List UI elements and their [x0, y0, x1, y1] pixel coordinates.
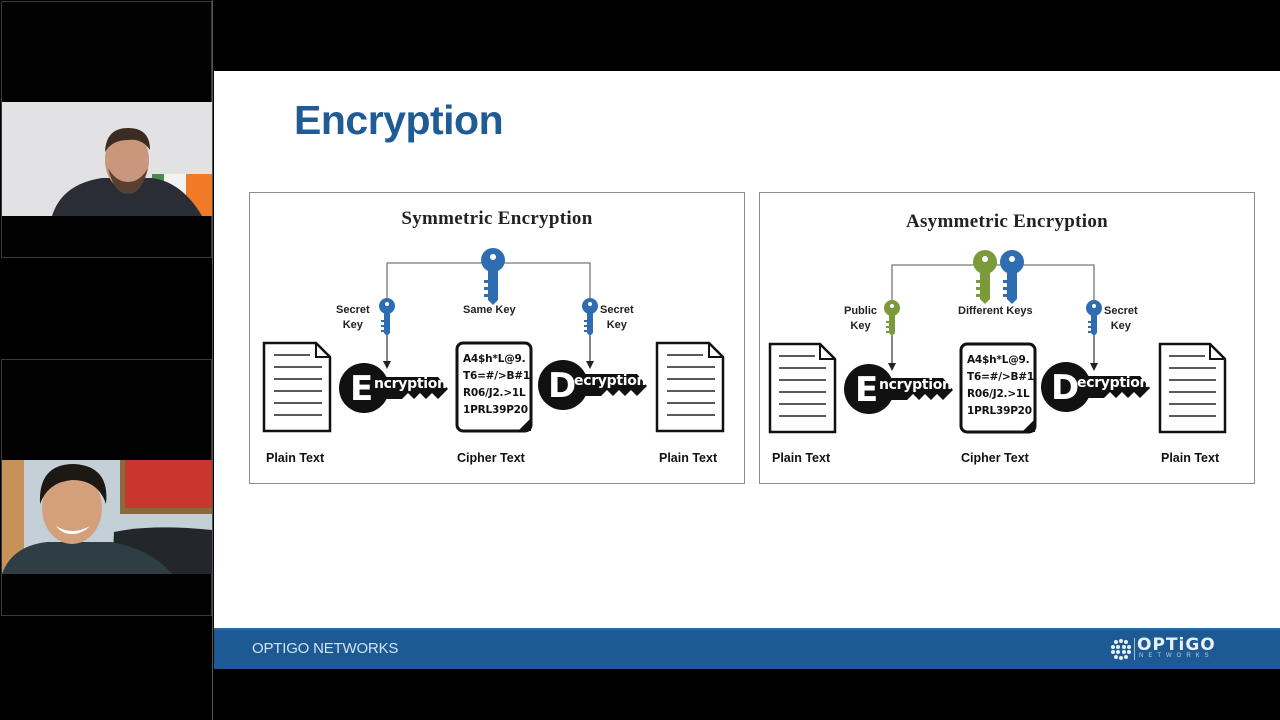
decryption-initial: D — [548, 366, 577, 406]
secret-key-icon-center — [1000, 250, 1024, 304]
arrow-head-right — [586, 361, 594, 369]
optigo-logo-icon — [1111, 639, 1131, 660]
caption-plain-text-left: Plain Text — [772, 451, 831, 465]
optigo-logo: OPTiGO NETWORKS — [1110, 635, 1222, 664]
presentation-slide: Encryption Symmetric Encryption — [214, 71, 1280, 669]
asymmetric-encryption-diagram: Asymmetric Encryption — [759, 192, 1255, 484]
slide-footer: OPTIGO NETWORKS OPTiGO NETWORKS — [214, 628, 1280, 669]
public-key-icon-center — [973, 250, 997, 304]
cipher-text-document-icon — [959, 342, 1037, 434]
cipher-text-content: A4$h*L@9. T6=#/>B#1 R06/J2.>1L 1PRL39P20 — [967, 354, 1035, 417]
footer-company-name: OPTIGO NETWORKS — [252, 640, 399, 657]
diagram-graphics — [768, 250, 1227, 434]
decryption-label: ecryption — [574, 373, 647, 389]
diagram-title: Asymmetric Encryption — [905, 211, 1109, 232]
caption-cipher-text: Cipher Text — [457, 451, 525, 465]
key-connector-line — [891, 264, 1095, 306]
slide-title: Encryption — [294, 97, 504, 143]
caption-plain-text-right: Plain Text — [1161, 451, 1220, 465]
encryption-label: ncryption — [879, 377, 952, 393]
decryption-key-icon — [538, 360, 647, 410]
participant-tile-1[interactable] — [1, 1, 212, 258]
plain-text-document-icon-left — [768, 342, 837, 434]
left-key-label: Secret Key — [336, 304, 370, 331]
encryption-key-icon — [339, 363, 448, 413]
secret-key-icon-right — [1086, 300, 1102, 336]
plain-text-document-icon-left — [262, 341, 332, 433]
cipher-text-content: A4$h*L@9. T6=#/>B#1 R06/J2.>1L 1PRL39P20 — [463, 353, 531, 416]
encryption-initial: E — [855, 370, 879, 410]
symmetric-encryption-diagram: Symmetric Encryption — [249, 192, 745, 484]
encryption-initial: E — [350, 369, 374, 409]
caption-plain-text-left: Plain Text — [266, 451, 325, 465]
center-key-label: Different Keys — [958, 305, 1033, 317]
right-key-label: Secret Key — [1104, 305, 1138, 332]
cipher-text-document-icon — [455, 341, 533, 433]
plain-text-document-icon-right — [655, 341, 725, 433]
logo-divider — [1134, 638, 1135, 660]
logo-subtitle: NETWORKS — [1139, 653, 1214, 659]
decryption-key-icon — [1041, 362, 1150, 412]
diagram-title: Symmetric Encryption — [401, 208, 593, 229]
diagram-graphics — [262, 248, 725, 433]
caption-cipher-text: Cipher Text — [961, 451, 1029, 465]
same-key-icon — [481, 248, 505, 305]
plain-text-document-icon-right — [1158, 342, 1227, 434]
caption-plain-text-right: Plain Text — [659, 451, 718, 465]
decryption-label: ecryption — [1077, 375, 1150, 391]
secret-key-icon-right — [582, 298, 598, 336]
center-key-label: Same Key — [463, 304, 516, 316]
arrow-head-right — [1090, 363, 1098, 371]
encryption-key-icon — [844, 364, 953, 414]
public-key-icon-left — [884, 300, 900, 336]
secret-key-icon-left — [379, 298, 395, 336]
left-key-label: Public Key — [844, 305, 878, 332]
arrow-head-left — [888, 363, 896, 371]
participant-tile-2[interactable] — [1, 359, 212, 616]
participant-video-1 — [2, 102, 212, 216]
participant-strip — [0, 0, 213, 720]
decryption-initial: D — [1051, 368, 1080, 408]
arrow-head-left — [383, 361, 391, 369]
participant-video-2 — [2, 460, 212, 574]
encryption-label: ncryption — [374, 376, 447, 392]
logo-wordmark: OPTiGO — [1137, 635, 1216, 655]
right-key-label: Secret Key — [600, 304, 634, 331]
